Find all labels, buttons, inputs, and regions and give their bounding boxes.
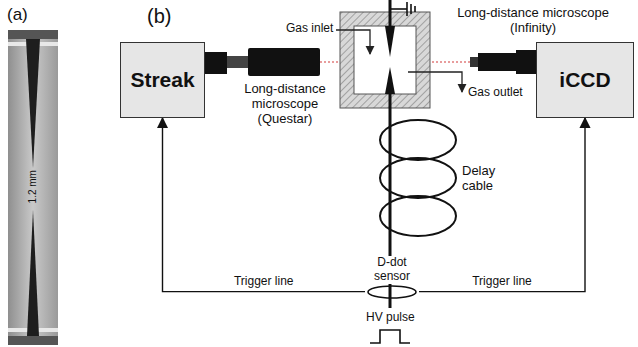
trigger-line <box>419 118 585 292</box>
questar-microscope <box>248 48 320 76</box>
electrode-photo <box>8 30 58 345</box>
camera-lens <box>516 50 536 74</box>
microscope-part <box>470 57 478 67</box>
gas-inlet-pipe <box>336 30 370 54</box>
signal-label: HV pulse <box>364 311 417 325</box>
part-label: Delay cable <box>462 164 514 194</box>
camera-box: Streak <box>120 42 205 118</box>
microscope-part <box>227 56 248 68</box>
electrode <box>385 26 395 57</box>
ground-symbol <box>390 2 415 16</box>
delay-cable-coil <box>380 120 456 236</box>
sensor-ring <box>367 284 417 300</box>
instrument-label: Long-distance microscope (Infinity) <box>448 6 618 36</box>
instrument-label: Long-distance microscope (Questar) <box>240 82 330 127</box>
electrode <box>385 67 395 94</box>
sensor-label: D-dot sensor <box>365 256 419 284</box>
camera-box: iCCD <box>536 42 634 118</box>
dimension: 1.2 mm <box>27 162 39 212</box>
box-title: Streak <box>130 68 194 92</box>
sensor-ring: D-dot sensor <box>365 256 419 300</box>
pulse-symbol <box>370 330 410 343</box>
edge-label: Trigger line <box>470 275 534 289</box>
wire <box>389 0 392 26</box>
panel-letter: (b) <box>147 5 171 28</box>
edge-label: Trigger line <box>232 275 296 289</box>
gas-label: Gas inlet <box>286 22 333 36</box>
trigger-line <box>163 118 366 292</box>
box-title: iCCD <box>559 68 610 92</box>
infinity-microscope <box>478 53 516 71</box>
discharge-chamber <box>340 12 430 108</box>
camera-lens <box>205 52 227 74</box>
panel-letter: (a) <box>7 5 28 25</box>
gas-outlet-pipe <box>408 72 462 92</box>
gas-label: Gas outlet <box>468 86 523 100</box>
